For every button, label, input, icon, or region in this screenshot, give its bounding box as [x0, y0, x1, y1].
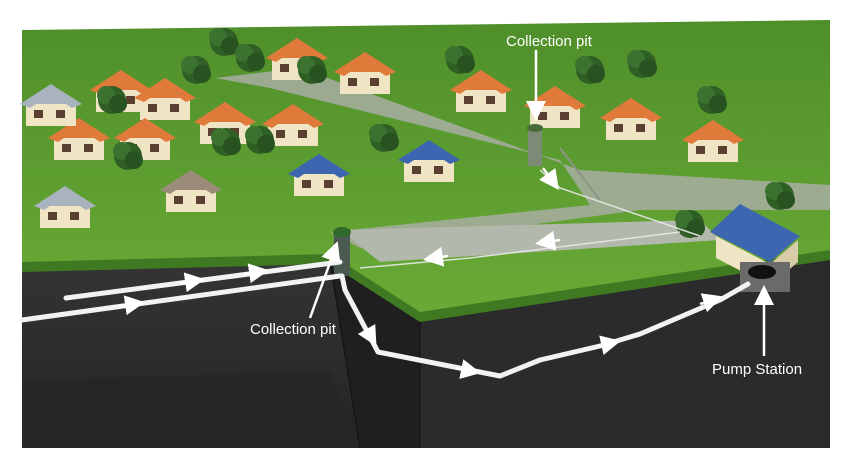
flow-arrow-icon: [423, 167, 561, 267]
road-main: [215, 68, 830, 248]
flow-arrow-icon: [119, 263, 723, 379]
label-top-collection-pit: Collection pit: [506, 33, 593, 50]
label-pump-station: Pump Station: [712, 361, 802, 378]
collection-pit-icon: [333, 227, 351, 276]
soil-floor: [22, 372, 360, 448]
collection-pit-icon: [527, 124, 543, 166]
label-leaders: [308, 50, 774, 356]
label-front-collection-pit: Collection pit: [250, 321, 337, 338]
